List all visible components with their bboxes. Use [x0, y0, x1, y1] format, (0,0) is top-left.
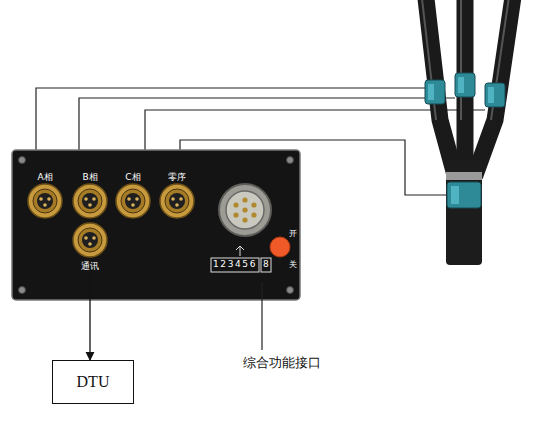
connector-node: 通讯 [72, 222, 108, 272]
process-box: DTU [52, 360, 134, 404]
connector-socket [72, 183, 108, 219]
connector-node: A相 [27, 171, 63, 219]
connector-socket [159, 183, 195, 219]
connector-label: A相 [27, 171, 63, 183]
connector-node: 零序 [159, 171, 195, 219]
signal-arrow [89, 274, 90, 360]
pin-numbers: 123456 [213, 259, 257, 269]
connector-node: B相 [72, 171, 108, 219]
connector-socket [115, 183, 151, 219]
switch-mark: 关 [289, 259, 297, 270]
box-label: DTU [77, 373, 110, 391]
connector-socket [72, 222, 108, 258]
connector-label: C相 [115, 171, 151, 183]
connector-label: 通讯 [72, 260, 108, 272]
connector-label: B相 [72, 171, 108, 183]
callout-label: 综合功能接口 [243, 354, 321, 372]
pin-numbers: 8 [263, 259, 269, 269]
connector-node: C相 [115, 171, 151, 219]
connector-label: 零序 [159, 171, 195, 183]
switch-mark: 开 [289, 228, 297, 239]
connector-socket [27, 183, 63, 219]
device-panel: 123456 8 A相 B相 C相零序通讯 [12, 150, 300, 300]
